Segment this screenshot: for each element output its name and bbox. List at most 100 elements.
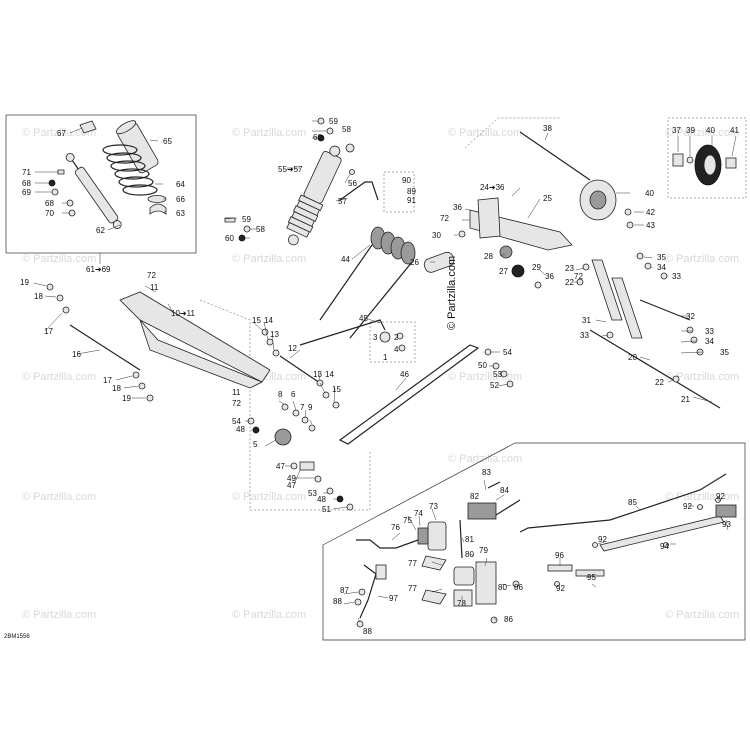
callout-32: 32 bbox=[686, 312, 695, 321]
part-17a-bushing bbox=[62, 306, 70, 314]
callout-26: 26 bbox=[410, 258, 419, 267]
front-arm-group: 72 11 10➜11 19 18 17 16 17 18 19 11 72 1… bbox=[20, 271, 371, 511]
part-34b-washer bbox=[690, 336, 698, 344]
callout-92: 92 bbox=[716, 492, 725, 501]
part-23-washer bbox=[582, 263, 590, 271]
callout-81: 81 bbox=[465, 535, 474, 544]
callout-52: 52 bbox=[490, 381, 499, 390]
idler-group: 38 37 39 40 41 40 42 43 bbox=[519, 117, 747, 230]
callout-16: 16 bbox=[72, 350, 81, 359]
part-86a-screw bbox=[490, 616, 498, 624]
callout-75: 75 bbox=[403, 516, 412, 525]
callout-74: 74 bbox=[414, 509, 423, 518]
part-84-cable bbox=[487, 481, 501, 489]
reference-code: 2BM1556 bbox=[4, 634, 30, 640]
part-59a-washer bbox=[317, 117, 325, 125]
callout-96: 96 bbox=[555, 551, 564, 560]
callout-14: 14 bbox=[264, 316, 273, 325]
callout-50: 50 bbox=[478, 361, 487, 370]
callout-25: 25 bbox=[543, 194, 552, 203]
watermark-text: © Partzilla.com bbox=[22, 609, 96, 621]
callout-92: 92 bbox=[683, 502, 692, 511]
callout-5: 5 bbox=[253, 440, 258, 449]
callout-77: 77 bbox=[408, 584, 417, 593]
callout-22: 22 bbox=[565, 278, 574, 287]
part-47b-washer bbox=[314, 475, 322, 483]
callout-47: 47 bbox=[287, 481, 296, 490]
callout-37: 37 bbox=[672, 126, 681, 135]
callout-9: 9 bbox=[308, 403, 313, 412]
callout-2: 2 bbox=[394, 333, 399, 342]
part-13a-bushing bbox=[272, 349, 280, 357]
part-37-bushing bbox=[672, 153, 684, 167]
callout-59: 59 bbox=[242, 215, 251, 224]
part-45-bracket bbox=[299, 319, 386, 346]
part-34a-washer bbox=[644, 262, 652, 270]
callout-11: 11 bbox=[232, 388, 241, 397]
part-16-rod bbox=[69, 324, 141, 371]
callout-19: 19 bbox=[122, 394, 131, 403]
part-69-washer bbox=[51, 188, 59, 196]
callout-77: 77 bbox=[408, 559, 417, 568]
callout-17: 17 bbox=[44, 327, 53, 336]
watermark-text: © Partzilla.com bbox=[22, 491, 96, 503]
callout-34: 34 bbox=[657, 263, 666, 272]
part-30-bushing bbox=[458, 230, 466, 238]
callout-63: 63 bbox=[176, 209, 185, 218]
callout-40: 40 bbox=[706, 126, 715, 135]
callout-56: 56 bbox=[348, 179, 357, 188]
callout-72: 72 bbox=[232, 399, 241, 408]
part-2-washer bbox=[396, 332, 404, 340]
part-90-91-box bbox=[383, 171, 415, 213]
shock-kit-box bbox=[5, 114, 197, 254]
watermark-text: © Partzilla.com bbox=[665, 491, 739, 503]
part-58a-washer bbox=[326, 127, 334, 135]
callout-68: 68 bbox=[22, 179, 31, 188]
callout-68: 68 bbox=[45, 199, 54, 208]
watermark-text: © Partzilla.com bbox=[665, 127, 739, 139]
part-77a-clip bbox=[421, 555, 447, 571]
watermark-text: © Partzilla.com bbox=[665, 609, 739, 621]
center-rods-group: 45 46 54 50 53 52 bbox=[299, 314, 514, 445]
part-87-screw bbox=[358, 588, 366, 596]
part-97-lever bbox=[359, 564, 377, 619]
callout-7: 7 bbox=[300, 403, 305, 412]
callout-76: 76 bbox=[391, 523, 400, 532]
watermark-text: © Partzilla.com bbox=[22, 371, 96, 383]
part-4-nut bbox=[398, 344, 406, 352]
callout-46: 46 bbox=[400, 370, 409, 379]
part-26-bushing bbox=[423, 251, 455, 273]
callout-6: 6 bbox=[291, 390, 296, 399]
callout-86: 86 bbox=[514, 583, 523, 592]
callout-42: 42 bbox=[646, 208, 655, 217]
part-77b-clip bbox=[421, 589, 447, 605]
part-76-harness bbox=[356, 539, 419, 549]
part-93-clip bbox=[715, 504, 737, 518]
callout-82: 82 bbox=[470, 492, 479, 501]
part-38-axle bbox=[519, 131, 591, 181]
callout-49: 49 bbox=[287, 474, 296, 483]
callout-45: 45 bbox=[359, 314, 368, 323]
callout-47: 47 bbox=[276, 462, 285, 471]
callout-89: 89 bbox=[407, 187, 416, 196]
callout-33: 33 bbox=[672, 272, 681, 281]
part-18a-washer bbox=[56, 294, 64, 302]
watermark-text: © Partzilla.com bbox=[232, 253, 306, 265]
part-82-lead bbox=[495, 499, 521, 516]
part-37-41-box bbox=[667, 117, 747, 199]
part-92a-clip bbox=[592, 542, 598, 548]
watermark-text: © Partzilla.com bbox=[232, 491, 306, 503]
callout-33: 33 bbox=[705, 327, 714, 336]
callout-24-36: 24➜36 bbox=[480, 183, 505, 192]
callout-19: 19 bbox=[20, 278, 29, 287]
callout-86: 86 bbox=[504, 615, 513, 624]
callout-62: 62 bbox=[96, 226, 105, 235]
part-82-bracket bbox=[467, 502, 497, 520]
watermark-text: © Partzilla.com bbox=[22, 253, 96, 265]
callout-87: 87 bbox=[340, 586, 349, 595]
part-92e-clip bbox=[697, 504, 703, 510]
callout-38: 38 bbox=[543, 124, 552, 133]
callout-29: 29 bbox=[532, 263, 541, 272]
front-shock-group: 59 60 58 55➜57 56 90 89 91 57 59 58 60 bbox=[224, 117, 416, 246]
callout-60: 60 bbox=[225, 234, 234, 243]
